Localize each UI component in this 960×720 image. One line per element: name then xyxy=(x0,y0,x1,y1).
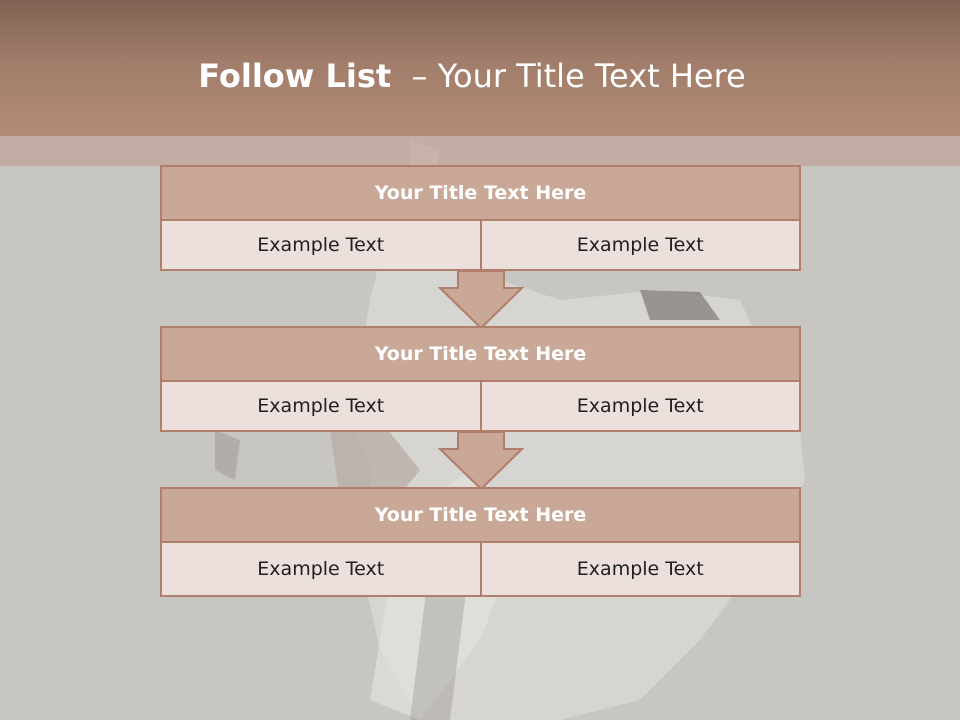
header-band xyxy=(0,0,960,136)
block-cell-right: Example Text xyxy=(481,382,801,432)
block-cell-left: Example Text xyxy=(160,382,482,432)
list-block-1: Your Title Text Here Example Text Exampl… xyxy=(160,165,801,271)
slide-title: Follow List – Your Title Text Here xyxy=(0,54,944,98)
block-cell-row: Example Text Example Text xyxy=(160,543,801,597)
block-title: Your Title Text Here xyxy=(160,165,801,221)
list-block-2: Your Title Text Here Example Text Exampl… xyxy=(160,326,801,432)
list-block-3: Your Title Text Here Example Text Exampl… xyxy=(160,487,801,597)
slide-title-bold: Follow List xyxy=(198,57,392,95)
block-cell-left: Example Text xyxy=(160,543,482,597)
down-arrow-icon xyxy=(438,270,524,330)
block-title: Your Title Text Here xyxy=(160,326,801,382)
block-cell-left: Example Text xyxy=(160,221,482,271)
slide-title-rest: – Your Title Text Here xyxy=(391,57,746,95)
down-arrow-icon xyxy=(438,431,524,491)
block-cell-row: Example Text Example Text xyxy=(160,382,801,432)
block-cell-row: Example Text Example Text xyxy=(160,221,801,271)
block-title: Your Title Text Here xyxy=(160,487,801,543)
block-cell-right: Example Text xyxy=(481,543,801,597)
block-cell-right: Example Text xyxy=(481,221,801,271)
header-strip xyxy=(0,136,960,166)
